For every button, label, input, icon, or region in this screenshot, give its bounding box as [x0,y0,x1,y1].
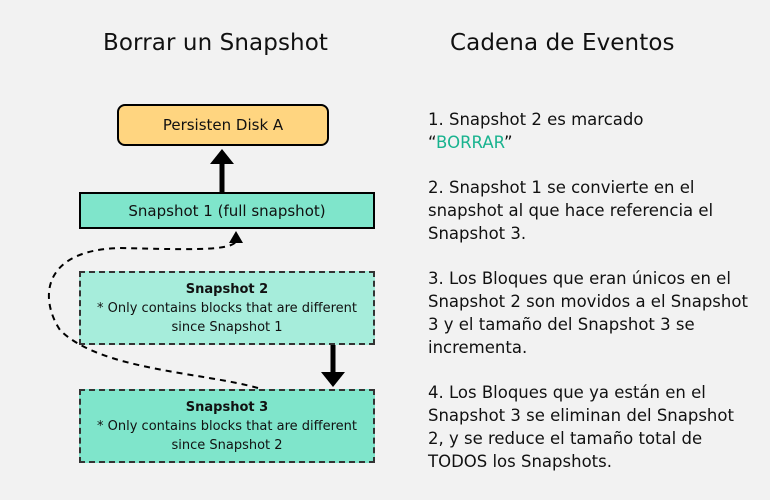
event-1-highlight: BORRAR [436,133,505,152]
left-title: Borrar un Snapshot [103,30,329,56]
snapshot-2-note-line2: since Snapshot 1 [171,319,283,335]
snapshot-3-box: Snapshot 3 * Only contains blocks that a… [79,389,375,463]
event-item-2: 2. Snapshot 1 se convierte en el snapsho… [428,176,748,245]
persistent-disk-label: Persisten Disk A [162,116,284,134]
snapshot-3-note-line1: * Only contains blocks that are differen… [97,418,357,434]
event-2-text: 2. Snapshot 1 se convierte en el snapsho… [428,178,714,243]
event-1-open-quote: “ [428,133,437,152]
event-item-4: 4. Los Bloques que ya están en el Snapsh… [428,381,748,473]
event-4-text: 4. Los Bloques que ya están en el Snapsh… [428,383,734,471]
event-1-close-quote: ” [504,133,513,152]
snapshot-1-box: Snapshot 1 (full snapshot) [79,192,375,229]
persistent-disk-box: Persisten Disk A [117,104,329,146]
snapshot-2-title: Snapshot 2 [185,281,269,297]
arrowhead-to-snapshot1 [229,231,243,243]
snapshot-2-box: Snapshot 2 * Only contains blocks that a… [79,271,375,345]
snapshot-2-note-line1: * Only contains blocks that are differen… [97,300,357,316]
event-1-text: 1. Snapshot 2 es marcado [428,110,644,129]
event-item-1: 1. Snapshot 2 es marcado “BORRAR” [428,108,748,154]
snapshot-3-title: Snapshot 3 [185,399,269,415]
reference-arrow-snapshot3-to-snapshot1 [47,241,259,389]
event-3-text: 3. Los Bloques que eran únicos en el Sna… [428,269,748,357]
snapshot-3-note-line2: since Snapshot 2 [171,437,283,453]
snapshot-1-label: Snapshot 1 (full snapshot) [128,201,326,220]
right-title: Cadena de Eventos [450,30,675,56]
arrowhead-to-snapshot3 [321,372,345,387]
event-item-3: 3. Los Bloques que eran únicos en el Sna… [428,267,748,359]
events-list: 1. Snapshot 2 es marcado “BORRAR” 2. Sna… [428,108,748,495]
arrowhead-to-disk [210,149,234,164]
